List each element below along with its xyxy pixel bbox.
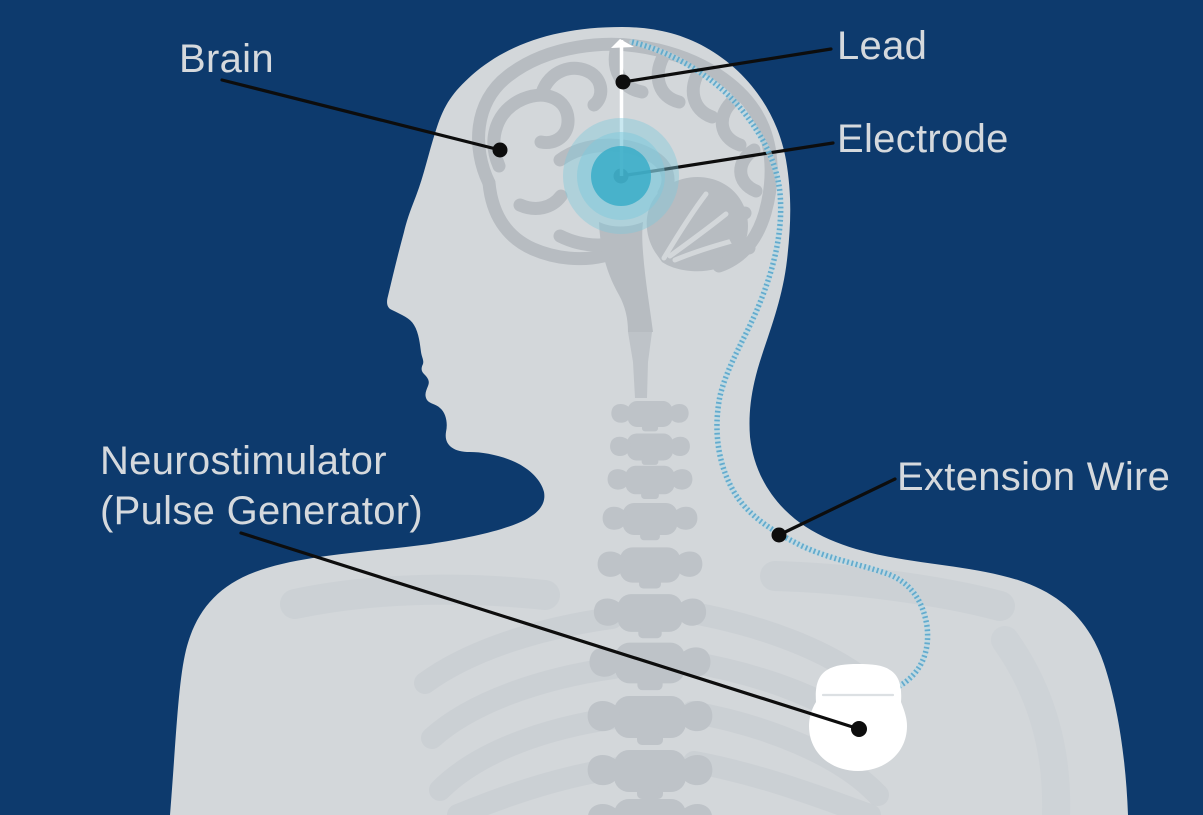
lead-leader-dot [615,74,631,90]
right-collarbone [760,561,1015,621]
leader-lines [220,47,897,737]
extension-wire [629,39,931,690]
brain-leader-line [220,78,502,152]
spinal-cord [628,332,652,398]
neurostimulator-leader-line [239,531,861,731]
neurostimulator-leader-dot [851,721,867,737]
brain-label: Brain [179,37,274,81]
neurostimulator-device [809,664,907,771]
lead-leader-line [621,47,833,84]
spine [587,332,713,815]
neurostimulator-label-line1: Neurostimulator [100,439,387,483]
lead-label: Lead [837,24,928,68]
extension-wire-leader-dot [771,527,787,543]
extension-wire-leader-line [777,477,897,537]
electrode-glow [563,118,679,234]
cerebellum-veins [661,191,735,263]
brain-leader-dot [492,142,508,158]
neurostimulator-label: Neurostimulator (Pulse Generator) [100,436,423,536]
left-collarbone [280,574,560,619]
extension-wire-label: Extension Wire [897,455,1171,499]
electrode-label: Electrode [837,117,1009,161]
lead-tip [611,39,634,48]
neurostimulator-label-line2: (Pulse Generator) [100,489,424,533]
